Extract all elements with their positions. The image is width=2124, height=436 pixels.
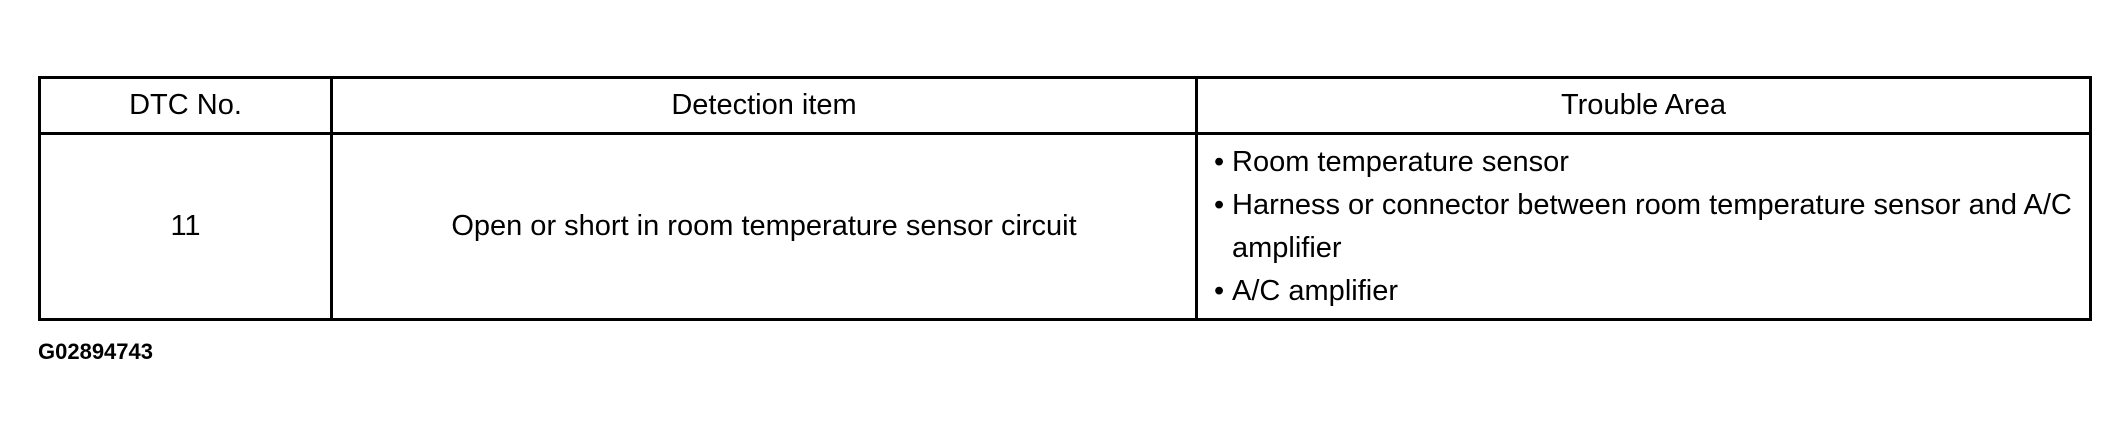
- cell-trouble-area: • Room temperature sensor • Harness or c…: [1195, 132, 2092, 321]
- table-row: 11 Open or short in room temperature sen…: [38, 132, 2092, 321]
- bullet-icon: •: [1214, 274, 1225, 307]
- trouble-area-text: Harness or connector between room temper…: [1232, 188, 2072, 264]
- header-trouble-area: Trouble Area: [1195, 76, 2092, 135]
- cell-dtc-no: 11: [38, 132, 333, 321]
- trouble-area-list: • Room temperature sensor • Harness or c…: [1198, 141, 2089, 313]
- figure-code: G02894743: [38, 339, 153, 364]
- list-item: • A/C amplifier: [1214, 270, 2079, 313]
- bullet-icon: •: [1214, 188, 1225, 221]
- cell-detection-item: Open or short in room temperature sensor…: [330, 132, 1198, 321]
- bullet-icon: •: [1214, 145, 1225, 178]
- dtc-table: DTC No. Detection item Trouble Area 11 O…: [38, 76, 2092, 321]
- list-item: • Room temperature sensor: [1214, 141, 2079, 184]
- header-dtc-no: DTC No.: [38, 76, 333, 135]
- trouble-area-text: Room temperature sensor: [1232, 145, 1569, 178]
- table-header-row: DTC No. Detection item Trouble Area: [38, 76, 2092, 135]
- list-item: • Harness or connector between room temp…: [1214, 184, 2079, 270]
- header-detection-item: Detection item: [330, 76, 1198, 135]
- trouble-area-text: A/C amplifier: [1232, 274, 1398, 307]
